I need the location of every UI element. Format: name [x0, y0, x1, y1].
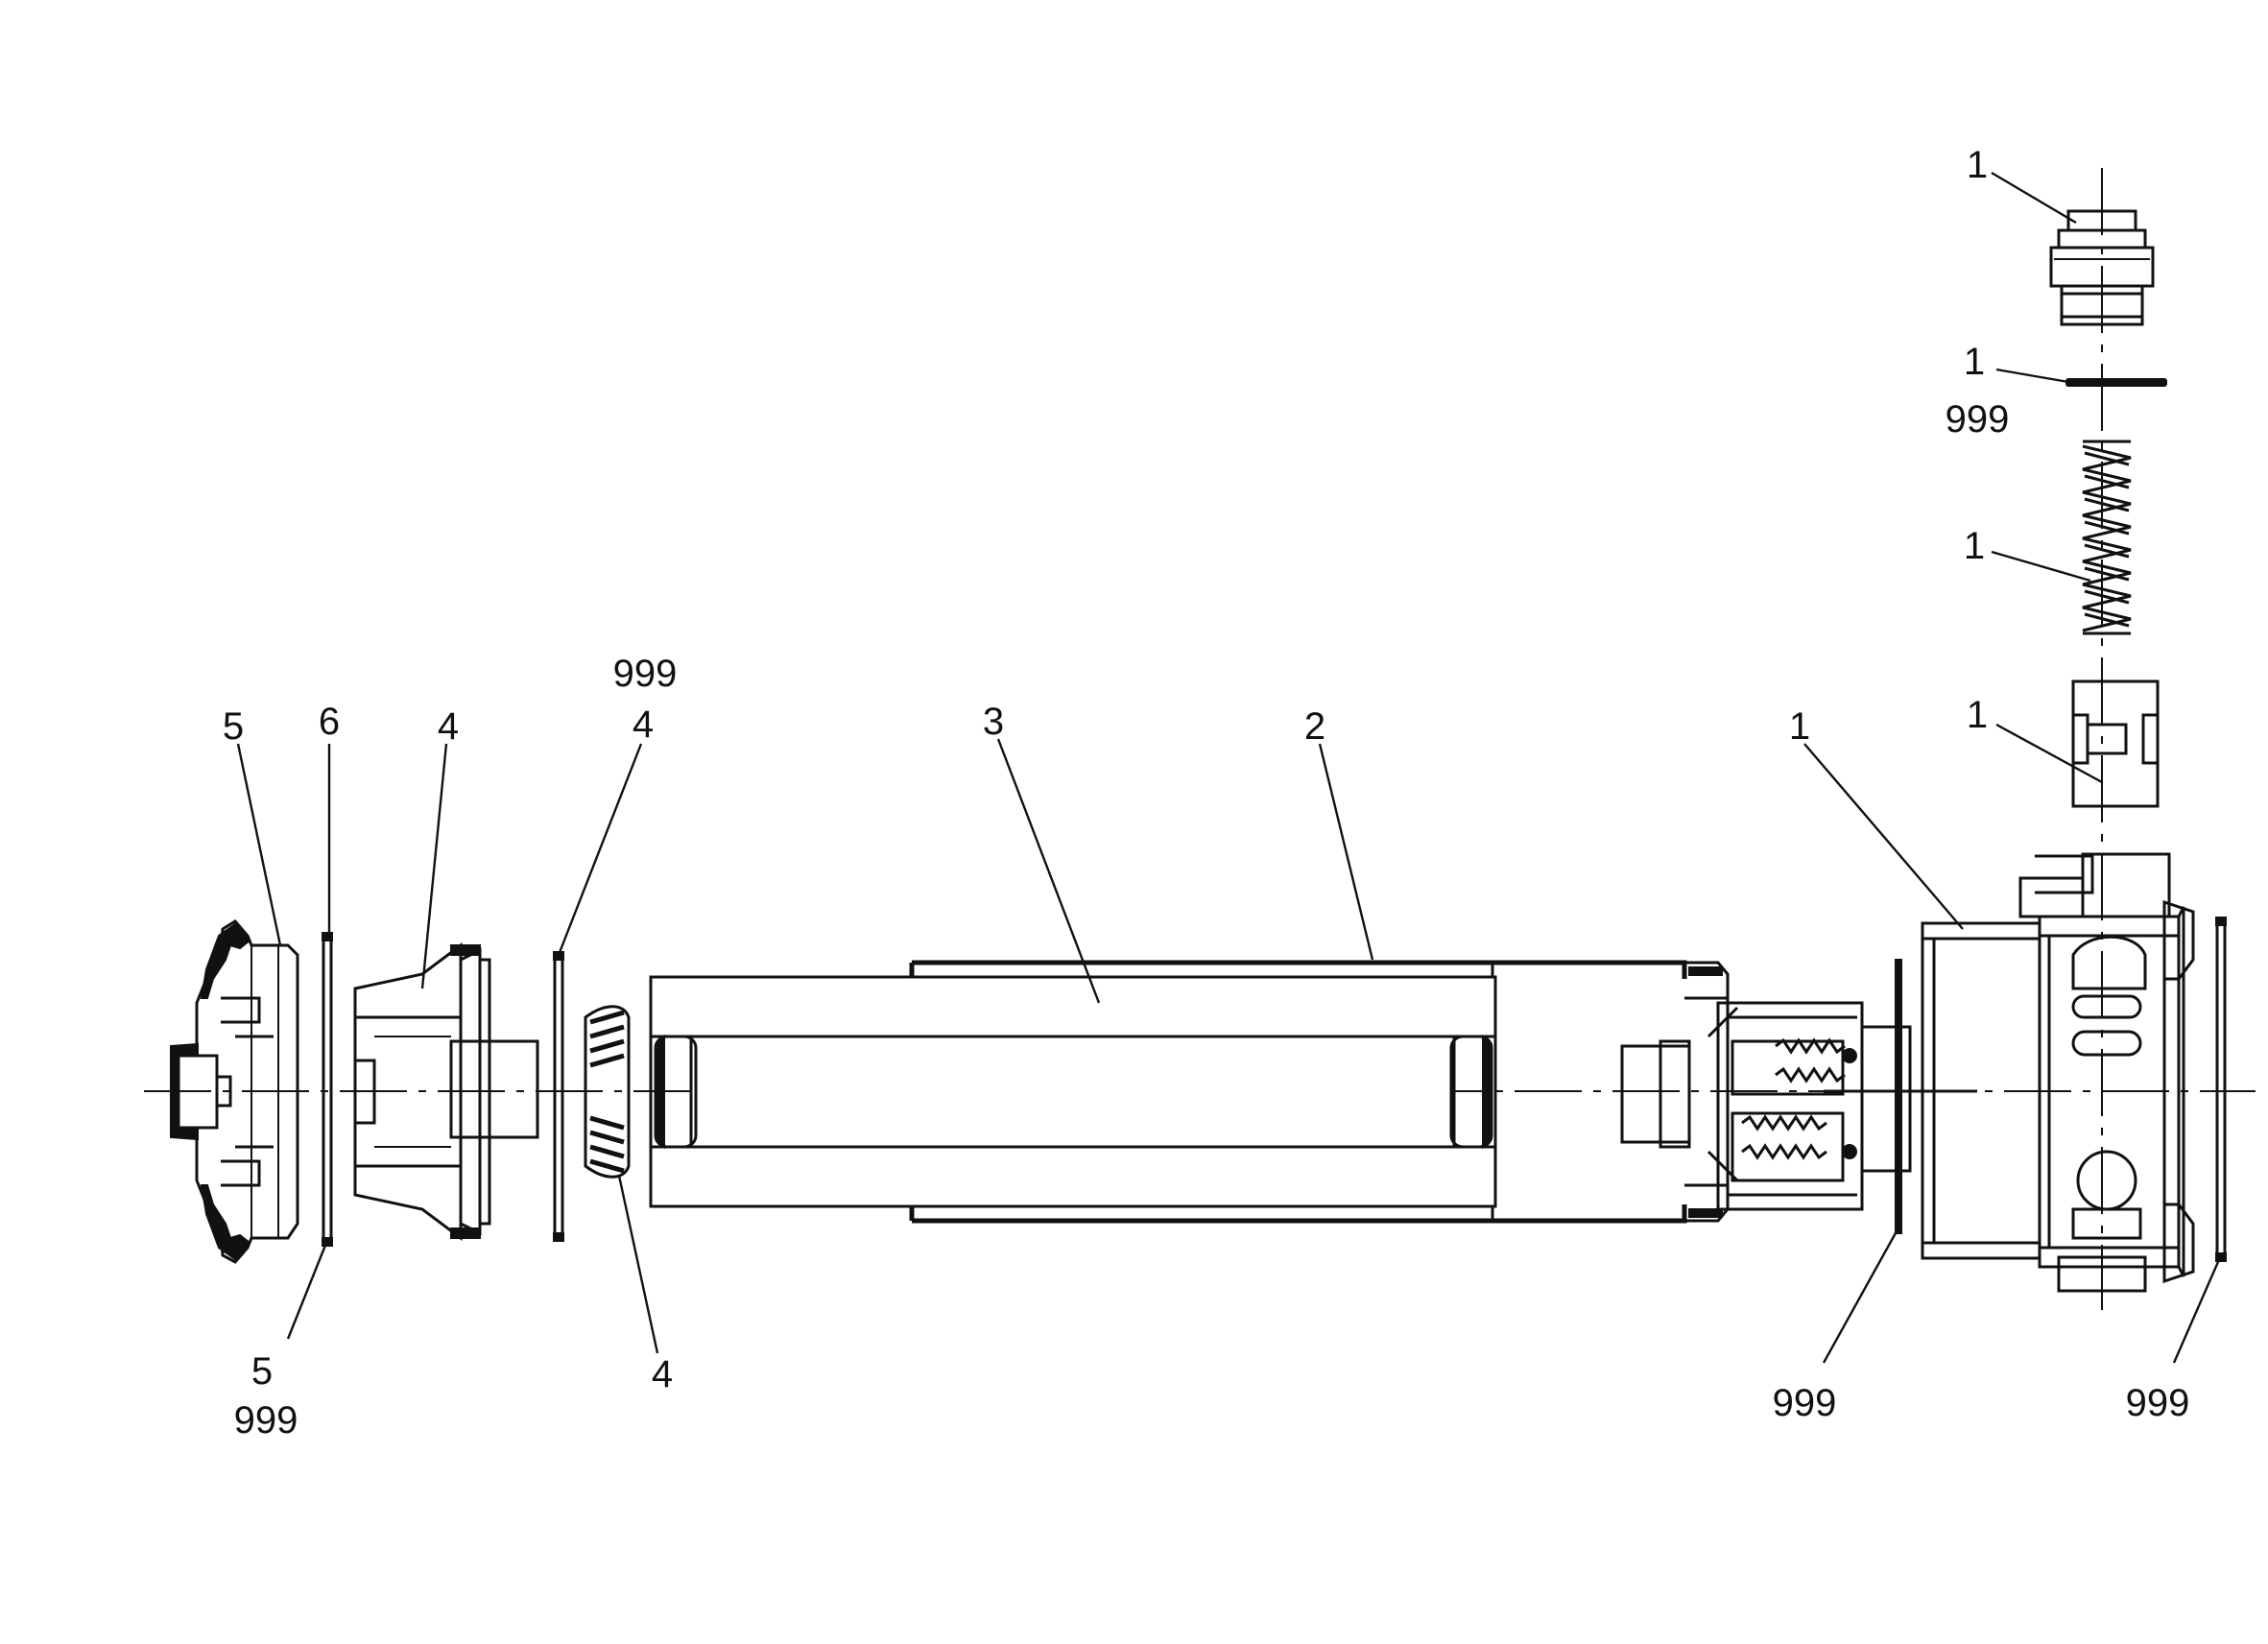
end-cap-part	[170, 919, 299, 1264]
plug-part	[2049, 209, 2155, 326]
cone-adapter-part	[353, 942, 539, 1241]
callout-5-bottom: 5	[251, 1350, 273, 1393]
filter-element-part	[649, 975, 1497, 1208]
callout-4-a: 4	[438, 705, 459, 748]
callout-1-housing: 1	[1789, 705, 1810, 748]
callout-999-bottom-right: 999	[2126, 1382, 2190, 1424]
leader-lines	[236, 171, 2223, 1364]
callout-4-b: 4	[633, 703, 654, 746]
callout-2: 2	[1304, 705, 1325, 748]
piston-part	[2071, 679, 2160, 808]
callout-1-washer: 1	[1964, 341, 1985, 383]
callout-999-bottom-mid: 999	[1773, 1382, 1837, 1424]
callout-1-plug: 1	[1967, 144, 1988, 186]
bellows-seal-part	[584, 1005, 631, 1179]
flat-seal-999-part	[1895, 959, 1902, 1234]
callout-999-bottom-left: 999	[234, 1399, 298, 1441]
callout-6: 6	[319, 701, 340, 743]
washer-999-part	[2065, 378, 2167, 387]
callout-1-piston: 1	[1967, 694, 1988, 736]
callout-5-top: 5	[223, 705, 244, 748]
callout-999-mid: 999	[613, 653, 678, 695]
oring-999-right-part	[2215, 917, 2227, 1262]
main-housing-part	[1921, 852, 2195, 1293]
gasket-ring-part	[322, 932, 333, 1247]
callout-4-bottom: 4	[652, 1353, 673, 1395]
flat-washer-part	[553, 951, 564, 1242]
callout-1-spring: 1	[1964, 525, 1985, 567]
callout-3: 3	[983, 701, 1004, 743]
callout-999-washer: 999	[1946, 398, 2010, 441]
spring-part	[2082, 440, 2132, 635]
